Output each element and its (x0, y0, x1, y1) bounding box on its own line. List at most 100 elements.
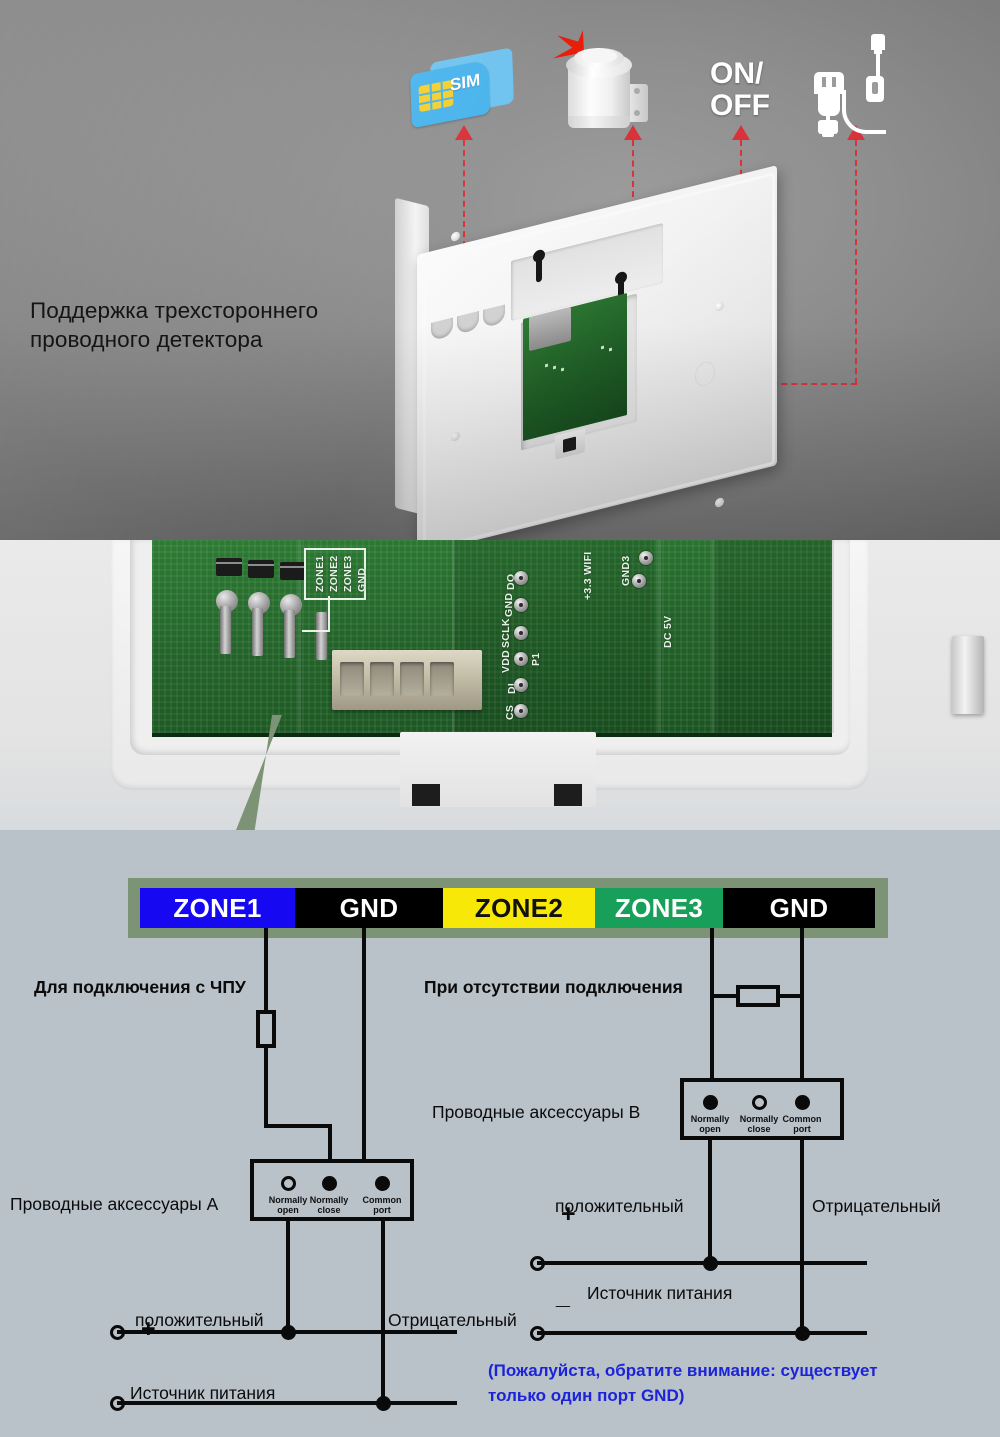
acc-b-normally-open-dot (703, 1095, 718, 1110)
usb-micro-neck (874, 48, 882, 54)
pcb-label-gnd-left: GND (356, 567, 368, 592)
acc-b-common-port-dot (795, 1095, 810, 1110)
sim-card-icon: SIM (405, 45, 525, 129)
arrow-to-onoff (732, 125, 750, 140)
siren-icon (548, 30, 658, 135)
left-positive-junction (281, 1325, 296, 1340)
acc-b-normally-close-label: Normally close (739, 1114, 779, 1135)
terminal-zone2[interactable]: ZONE2 (443, 888, 595, 928)
pcb-pad-di (514, 678, 528, 692)
terminal-gnd-1[interactable]: GND (295, 888, 443, 928)
pcb-pad-gnd3 (639, 551, 653, 565)
right-minus-sign: _ (556, 1282, 570, 1310)
wire-zone1-drop-bottom (264, 1048, 268, 1128)
wire-acc-a-out-left (286, 1221, 290, 1332)
terminal-gnd-2[interactable]: GND (723, 888, 875, 928)
usb-port-slot (872, 82, 878, 94)
right-positive-label: положительный (555, 1196, 684, 1216)
resistor-left (256, 1010, 276, 1048)
siren-bracket (626, 84, 648, 122)
pcb-label-zone3: ZONE3 (342, 555, 354, 592)
wired-accessory-b-box (680, 1078, 844, 1140)
arrow-to-siren (624, 125, 642, 140)
pcb-label-dc5v: DC 5V (662, 615, 674, 648)
right-plus-sign: + (561, 1200, 576, 1228)
siren-wave-icon (555, 31, 579, 49)
gnd-port-note: (Пожалуйста, обратите внимание: существу… (488, 1361, 878, 1405)
wire-resistor-left-leg (710, 994, 740, 998)
pcb-label-zone2: ZONE2 (328, 555, 340, 592)
wire-left-positive-rail (117, 1330, 457, 1334)
right-negative-label: Отрицательный (812, 1196, 941, 1216)
pcb-label-zone1: ZONE1 (314, 555, 326, 592)
siren-base (568, 116, 630, 128)
usb-micro-connector (871, 34, 885, 50)
usb-wire-upper (876, 52, 880, 78)
wire-acc-a-out-right (381, 1221, 385, 1400)
acc-a-normally-close-dot (322, 1176, 337, 1191)
pcb-label-sclk: SCLK (500, 618, 512, 648)
wire-zone1-horizontal (264, 1124, 332, 1128)
panel-stand-foot (400, 732, 596, 807)
pcb-pad-vdd (514, 652, 528, 666)
wire-acc-b-out-right (800, 1140, 804, 1330)
acc-b-normally-close-dot (752, 1095, 767, 1110)
acc-a-common-port-dot (375, 1176, 390, 1191)
wire-acc-b-out-left (708, 1140, 712, 1262)
usb-connector-tip-end (822, 131, 834, 137)
acc-a-common-port-label: Common port (362, 1195, 402, 1216)
wire-resistor-right-leg (776, 994, 804, 998)
pcb-pad-gnd (514, 598, 528, 612)
left-minus-sign: _ (141, 1380, 155, 1408)
zone-connector-header (332, 650, 482, 710)
left-negative-label: Отрицательный (388, 1310, 517, 1330)
arrow-to-sim (455, 125, 473, 140)
right-negative-junction (795, 1326, 810, 1341)
wire-gnd2-drop (800, 928, 804, 1100)
wired-accessory-a-box (250, 1159, 414, 1221)
pcb-pad-33wifi (632, 574, 646, 588)
wire-gnd1-drop (362, 928, 366, 1190)
left-negative-junction (376, 1396, 391, 1411)
wire-right-positive-rail (537, 1261, 867, 1265)
acc-a-normally-close-label: Normally close (309, 1195, 349, 1216)
acc-a-normally-open-dot (281, 1176, 296, 1191)
usb-prong-icon (822, 77, 826, 87)
power-switch-label: ON/ OFF (710, 57, 770, 122)
right-power-source-label: Источник питания (587, 1283, 733, 1303)
right-positive-junction (703, 1256, 718, 1271)
siren-dome (581, 49, 617, 63)
callout-pointer-icon (236, 715, 282, 830)
pcb-pad-sclk (514, 626, 528, 640)
wire-right-negative-rail (537, 1331, 867, 1335)
left-negative-terminal-dot (110, 1396, 125, 1411)
wired-accessory-b-label: Проводные аксессуары B (432, 1102, 641, 1122)
terminal-strip-background (128, 878, 888, 938)
usb-plug-head (814, 72, 844, 94)
left-plus-sign: + (141, 1315, 156, 1343)
dashed-line-usb (855, 140, 857, 384)
usb-prong-icon (832, 77, 836, 87)
wire-left-negative-rail (117, 1401, 457, 1405)
pcb-label-vdd: VDD (500, 649, 512, 673)
wire-to-acc-a-nc (328, 1124, 332, 1189)
terminal-zone3[interactable]: ZONE3 (595, 888, 723, 928)
resistor-right (736, 985, 780, 1007)
usb-adapter-body (818, 90, 840, 116)
dc-power-port (952, 636, 984, 714)
alarm-panel-back-view (395, 165, 795, 540)
hero-product-section: SIM ON/ OFF (0, 0, 1000, 540)
left-positive-terminal-dot (110, 1325, 125, 1340)
left-positive-label: положительный (135, 1310, 264, 1330)
pcb-label-33wifi: +3.3 WIFI (582, 551, 594, 600)
pcb-pad-do (514, 571, 528, 585)
usb-power-cable-icon (808, 32, 898, 137)
left-power-source-label: Источник питания (130, 1383, 276, 1403)
acc-b-common-port-label: Common port (782, 1114, 822, 1135)
keyhole-slot (531, 248, 547, 286)
right-branch-title: При отсутствии подключения (424, 977, 683, 997)
left-branch-title: Для подключения с ЧПУ (34, 977, 246, 997)
terminal-zone1[interactable]: ZONE1 (140, 888, 295, 928)
wired-accessory-a-label: Проводные аксессуары A (10, 1194, 219, 1214)
